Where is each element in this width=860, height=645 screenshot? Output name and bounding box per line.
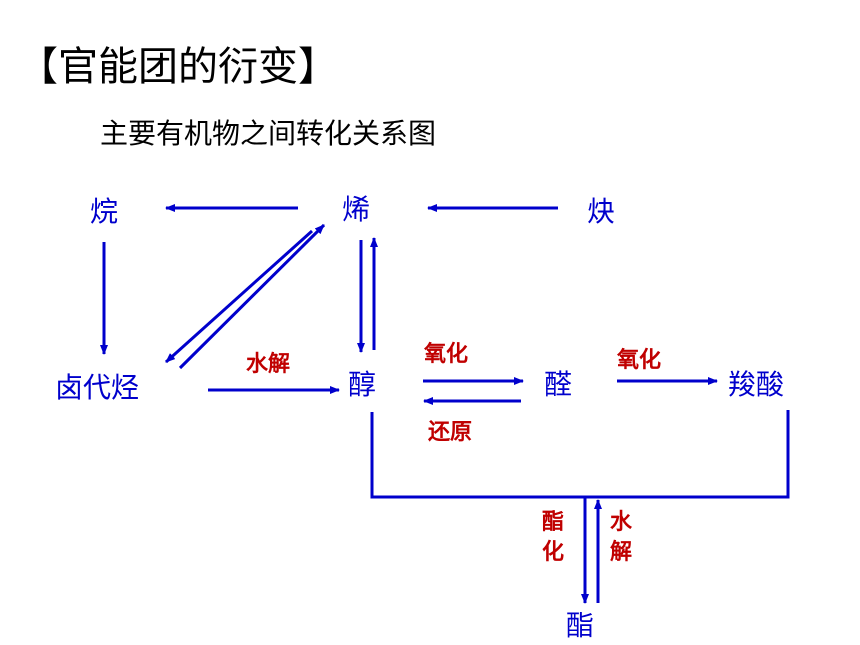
label-esterification: 酯化	[541, 510, 564, 565]
diagram-subtitle: 主要有机物之间转化关系图	[100, 117, 437, 150]
label-hydrolysis-haloalkane: 水解	[246, 352, 291, 377]
ester-connector-line	[370, 410, 790, 499]
node-aldehyde: 醛	[544, 368, 573, 401]
node-haloalkane: 卤代烃	[55, 371, 140, 404]
node-alkane: 烷	[90, 195, 119, 228]
page-title: 【官能团的衍变】	[18, 44, 338, 90]
node-alkyne: 炔	[587, 195, 616, 228]
label-hydrolysis-ester: 水解	[609, 510, 632, 565]
label-oxidation-aldehyde: 氧化	[617, 348, 662, 373]
arrow-alkene-to-haloalkane	[164, 229, 314, 364]
node-alcohol: 醇	[348, 368, 377, 401]
node-alkene: 烯	[342, 193, 371, 226]
label-oxidation-alcohol: 氧化	[424, 342, 469, 367]
arrow-haloalkane-to-alkene	[178, 223, 326, 370]
node-carboxylic-acid: 羧酸	[728, 368, 785, 401]
label-reduction: 还原	[428, 420, 473, 445]
node-ester: 酯	[566, 609, 595, 642]
